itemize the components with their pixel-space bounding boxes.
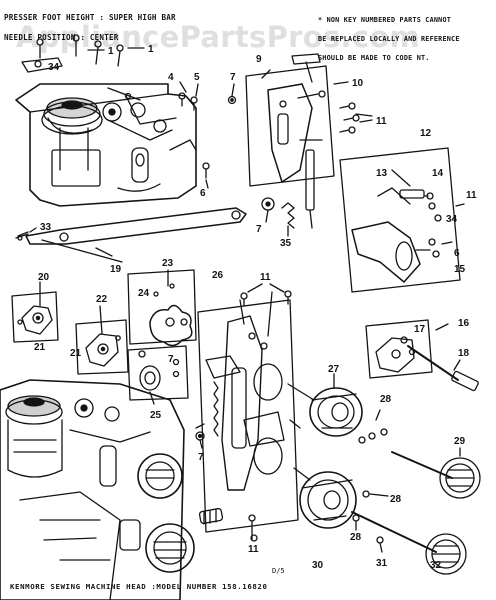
- parts-20-21: [17, 281, 53, 335]
- callout-label: 28: [380, 394, 392, 405]
- callout-label: 27: [328, 364, 340, 375]
- callout-label: 30: [312, 560, 324, 571]
- lower-machine-view: [0, 379, 224, 600]
- callout-numbers: 34 1 1 4 5 7 9 10 11 12 13 14 6 11 34 33…: [34, 44, 477, 571]
- callout-label: 11: [466, 190, 477, 201]
- needle-position-note: NEEDLE POSITION : CENTER: [4, 33, 119, 42]
- callout-label: 7: [256, 224, 262, 235]
- callout-label: 34: [446, 214, 458, 225]
- washer-and-spring: [261, 197, 295, 237]
- callout-label: 21: [34, 342, 46, 353]
- callout-label: 1: [148, 44, 154, 55]
- callout-label: 24: [138, 288, 150, 299]
- clip-33: [17, 227, 37, 237]
- callout-label: 14: [432, 168, 444, 179]
- callout-label: 33: [40, 222, 52, 233]
- disc-30: [293, 467, 357, 529]
- callout-label: 7: [168, 354, 174, 365]
- box-16: [365, 319, 479, 392]
- parts-boxes: [11, 269, 197, 401]
- callout-label: 22: [96, 294, 108, 305]
- callout-label: 32: [430, 560, 442, 571]
- callout-label: 6: [454, 248, 460, 259]
- presser-foot-note: PRESSER FOOT HEIGHT : SUPER HIGH BAR: [4, 13, 176, 22]
- callout-label: 7: [198, 452, 204, 463]
- box-10: [245, 53, 373, 229]
- top-fasteners: [21, 34, 145, 73]
- callout-label: 21: [70, 348, 82, 359]
- callout-label: 28: [350, 532, 362, 543]
- disc-29: [391, 447, 481, 499]
- disc-32: [351, 511, 467, 575]
- callout-label: 23: [162, 258, 174, 269]
- callout-label: 35: [280, 238, 292, 249]
- settings-note: PRESSER FOOT HEIGHT : SUPER HIGH BAR NEE…: [4, 3, 176, 43]
- callout-label: 5: [194, 72, 200, 83]
- disc-27: [287, 373, 363, 437]
- page-code: D/5: [272, 567, 285, 575]
- box-12: [339, 147, 465, 293]
- upper-head-assembly: [15, 83, 197, 207]
- callout-label: 9: [256, 54, 262, 65]
- callout-label: 15: [454, 264, 466, 275]
- non-key-parts-note: * NON KEY NUMBERED PARTS CANNOT BE REPLA…: [318, 15, 460, 62]
- footer-caption: KENMORE SEWING MACHINE HEAD :MODEL NUMBE…: [10, 582, 268, 591]
- callout-label: 10: [352, 78, 364, 89]
- connecting-rod: [15, 207, 247, 263]
- screws-4-5-7: [178, 81, 237, 189]
- callout-label: 11: [260, 272, 271, 283]
- callout-label: 4: [168, 72, 174, 83]
- callout-label: 34: [48, 62, 60, 73]
- callout-label: 7: [230, 72, 236, 83]
- part-28-pins: [195, 409, 389, 553]
- callout-label: 11: [248, 544, 259, 555]
- callout-label: 6: [200, 188, 206, 199]
- callout-label: 20: [38, 272, 50, 283]
- callout-label: 25: [150, 410, 162, 421]
- part-23-cam: [149, 269, 193, 347]
- callout-label: 28: [390, 494, 402, 505]
- callout-label: 1: [108, 46, 114, 57]
- callout-label: 16: [458, 318, 470, 329]
- callout-label: 17: [414, 324, 426, 335]
- callout-label: 13: [376, 168, 388, 179]
- parts-22-21: [85, 305, 121, 367]
- callout-label: 31: [376, 558, 388, 569]
- box-26: [195, 291, 301, 533]
- callout-label: 11: [376, 116, 387, 127]
- callout-label: 26: [212, 270, 224, 281]
- callout-label: 19: [110, 264, 122, 275]
- callout-label: 12: [420, 128, 432, 139]
- screws-11: [240, 283, 292, 542]
- callout-label: 29: [454, 436, 466, 447]
- callout-label: 18: [458, 348, 470, 359]
